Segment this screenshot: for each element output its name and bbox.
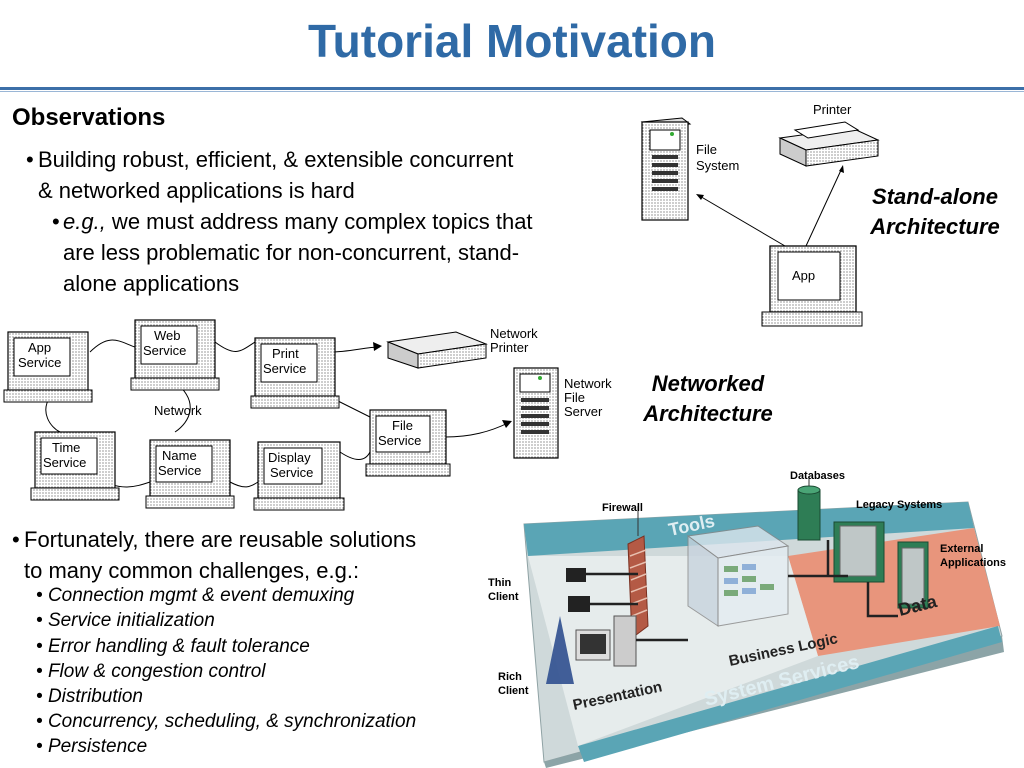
app-label: App	[792, 268, 815, 283]
firewall-label: Firewall	[602, 502, 643, 514]
rich-client-icon	[546, 615, 637, 684]
external-applications-icon	[897, 541, 929, 609]
list-item: • Error handling & fault tolerance	[36, 636, 310, 657]
arrow-to-file-system	[697, 194, 786, 247]
standalone-caption: Stand-alone Architecture	[870, 184, 1000, 239]
network-label: Network	[154, 403, 202, 418]
network-file-server-label-1: Network	[564, 376, 612, 391]
external-applications-label-2: Applications	[940, 557, 1006, 569]
data-connections	[788, 540, 898, 618]
network-printer-label-1: Network	[490, 326, 538, 341]
sub-bullet-eg: e.g.,	[63, 209, 106, 234]
title-divider-thin	[0, 91, 1024, 92]
network-file-server-label-3: Server	[564, 404, 603, 419]
networked-diagram: Network App Service Web Service Print Se…	[3, 319, 612, 511]
list-item: • Persistence	[36, 736, 148, 757]
list-item: • Distribution	[36, 686, 143, 707]
svg-text:Service: Service	[143, 343, 186, 358]
bullet-2-line-2: to many common challenges, e.g.:	[24, 558, 360, 583]
file-system-tower	[640, 117, 692, 221]
databases-label: Databases	[790, 470, 845, 482]
legacy-systems-icon	[833, 521, 885, 583]
thin-client-label-1: Thin	[488, 577, 511, 589]
app-service-computer: App Service	[3, 331, 93, 403]
page-title: Tutorial Motivation	[307, 15, 716, 67]
network-printer-label-2: Printer	[490, 340, 529, 355]
name-service-computer: Name Service	[145, 439, 235, 509]
svg-text:Print: Print	[272, 346, 299, 361]
printer-label: Printer	[813, 102, 852, 117]
external-applications-label-1: External	[940, 543, 983, 555]
networked-caption: Networked Architecture	[643, 371, 773, 426]
bullet-dot: •	[12, 527, 20, 552]
sub-bullet-line-3: alone applications	[63, 271, 240, 296]
svg-text:Web: Web	[154, 328, 181, 343]
svg-text:Service: Service	[158, 463, 201, 478]
bullet-1-line-2: & networked applications is hard	[38, 178, 355, 203]
display-service-computer: Display Service	[253, 441, 345, 511]
bullet-1: • Building robust, efficient, & extensib…	[26, 144, 513, 206]
bullet-2-line-1: Fortunately, there are reusable solution…	[24, 527, 417, 552]
list-item: • Concurrency, scheduling, & synchroniza…	[36, 711, 417, 732]
list-item: • Flow & congestion control	[36, 661, 266, 682]
svg-text:Service: Service	[43, 455, 86, 470]
bullet-1-line-1: Building robust, efficient, & extensible…	[38, 147, 514, 172]
print-service-computer: Print Service	[250, 337, 340, 409]
svg-text:Service: Service	[18, 355, 61, 370]
rich-client-label-1: Rich	[498, 671, 522, 683]
list-item: • Service initialization	[36, 610, 215, 631]
file-system-label-1: File	[696, 142, 717, 157]
thin-client-label-2: Client	[488, 591, 519, 603]
time-service-computer: Time Service	[30, 431, 120, 501]
bullet-dot: •	[52, 209, 60, 234]
business-logic-box	[686, 525, 790, 627]
file-service-computer: File Service	[365, 409, 451, 477]
printer-icon	[778, 121, 880, 167]
challenges-list: • Connection mgmt & event demuxing • Ser…	[36, 583, 506, 759]
svg-text:Time: Time	[52, 440, 80, 455]
bullet-dot: •	[26, 147, 34, 172]
sub-bullet: • e.g., we must address many complex top…	[52, 206, 533, 299]
standalone-diagram: File System Printer App	[640, 102, 880, 327]
svg-text:Name: Name	[162, 448, 197, 463]
network-file-server-tower	[513, 367, 559, 459]
tiered-architecture-illustration: Firewall Databases Legacy Systems Extern…	[488, 470, 1006, 768]
observations-heading: Observations	[12, 104, 166, 131]
svg-text:App: App	[28, 340, 51, 355]
list-item: • Connection mgmt & event demuxing	[36, 585, 355, 606]
database-icon	[797, 485, 821, 541]
web-service-computer: Web Service	[130, 319, 220, 391]
svg-text:Service: Service	[263, 361, 306, 376]
system-services-band	[578, 626, 1002, 762]
app-computer	[761, 245, 863, 327]
svg-text:File: File	[392, 418, 413, 433]
svg-text:Display: Display	[268, 450, 311, 465]
firewall-icon	[627, 535, 649, 639]
svg-text:Service: Service	[378, 433, 421, 448]
network-printer-icon	[386, 331, 488, 369]
bullet-2: • Fortunately, there are reusable soluti…	[12, 524, 416, 586]
thin-client-icon	[566, 568, 590, 612]
sub-bullet-line-2: are less problematic for non-concurrent,…	[63, 240, 520, 265]
network-file-server-label-2: File	[564, 390, 585, 405]
legacy-systems-label: Legacy Systems	[856, 499, 942, 511]
arrow-to-printer	[805, 167, 843, 247]
title-divider	[0, 87, 1024, 90]
sub-bullet-line-1: we must address many complex topics that	[105, 209, 533, 234]
file-system-label-2: System	[696, 158, 739, 173]
rich-client-label-2: Client	[498, 685, 529, 697]
svg-text:Service: Service	[270, 465, 313, 480]
